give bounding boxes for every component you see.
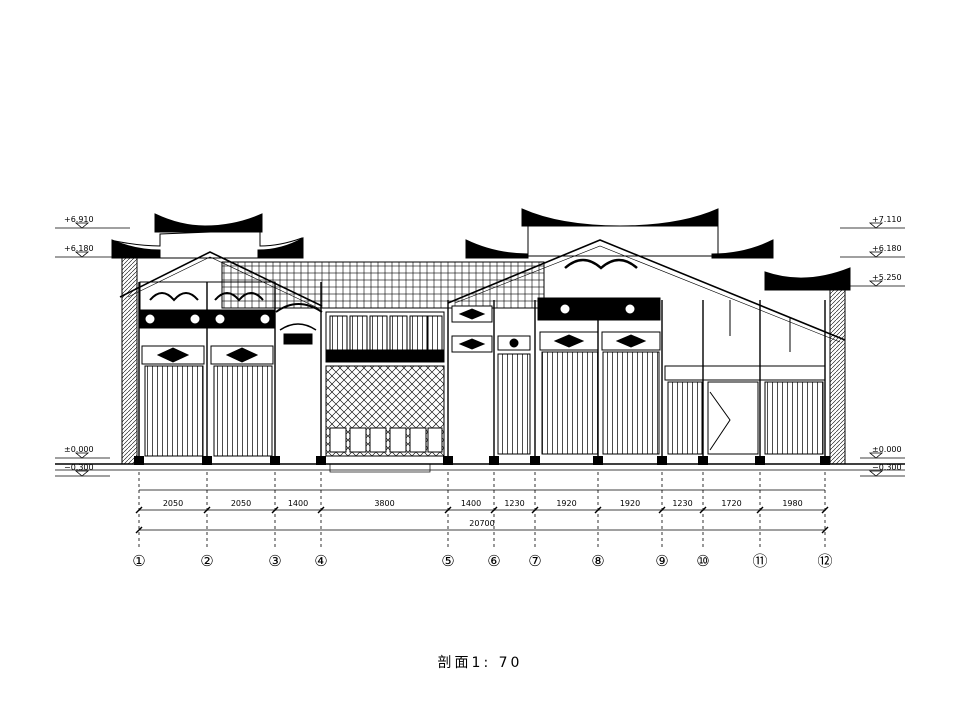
column-base: [270, 456, 280, 465]
axis-label: ⑦: [528, 552, 541, 570]
axis-label: ⑪: [752, 552, 767, 570]
center-pavilion: [325, 311, 445, 457]
bay-dimension: 2050: [231, 499, 251, 508]
axis-label: ③: [268, 552, 281, 570]
elevation-label: +7.110: [872, 215, 902, 224]
right-hall: [451, 258, 826, 455]
column-base: [134, 456, 144, 465]
elevation-label: +6.910: [64, 215, 94, 224]
axis-label: ②: [200, 552, 213, 570]
axis-label: ⑨: [655, 552, 668, 570]
total-dimension: 20700: [469, 519, 494, 528]
dimension-chain: 2050 2050 1400 3800 1400 1230 1920 1920 1230 1720…: [135, 472, 829, 550]
elevation-markers: +6.910 +6.180 ±0.000 −0.300 +7.110 +6.180 +5.2…: [55, 215, 905, 477]
bay-dimension: 1400: [461, 499, 481, 508]
elevation-label: +6.180: [64, 244, 94, 253]
column-base: [443, 456, 453, 465]
bay-dimension: 1230: [672, 499, 692, 508]
column-base: [698, 456, 708, 465]
bay-dimension: 1980: [782, 499, 802, 508]
axis-label: ①: [132, 552, 145, 570]
bay-dimension: 1400: [288, 499, 308, 508]
bay-dimension: 1230: [504, 499, 524, 508]
ground-line: [55, 463, 905, 473]
axis-grid: ① ② ③ ④ ⑤ ⑥ ⑦ ⑧ ⑨ ⑩ ⑪ ⑫: [132, 552, 832, 570]
left-gable-wall: [111, 213, 304, 465]
right-gable-wall: [465, 208, 851, 465]
column-base: [202, 456, 212, 465]
elevation-label: ±0.000: [64, 445, 94, 454]
axis-label: ⑥: [487, 552, 500, 570]
elevation-label: +6.180: [872, 244, 902, 253]
bay-dimension: 1920: [620, 499, 640, 508]
column-base: [657, 456, 667, 465]
arch-bay: [275, 303, 323, 345]
column-base: [316, 456, 326, 465]
elevation-label: −0.300: [872, 463, 902, 472]
bay-dimension: 3800: [374, 499, 394, 508]
drawing-caption: 剖面1: 70: [437, 655, 523, 671]
column-base: [530, 456, 540, 465]
column-base: [593, 456, 603, 465]
bay-dimension: 1920: [556, 499, 576, 508]
bay-dimension: 2050: [163, 499, 183, 508]
elevation-label: ±0.000: [872, 445, 902, 454]
column-base: [820, 456, 830, 465]
axis-label: ④: [314, 552, 327, 570]
axis-label: ⑧: [591, 552, 604, 570]
bay-dimension: 1720: [721, 499, 741, 508]
column-base: [755, 456, 765, 465]
axis-label: ⑩: [696, 552, 709, 570]
elevation-label: −0.300: [64, 463, 94, 472]
elevation-label: +5.250: [872, 273, 902, 282]
axis-label: ⑤: [441, 552, 454, 570]
center-roof: [221, 261, 545, 309]
axis-label: ⑫: [817, 552, 832, 570]
columns: [134, 282, 830, 465]
column-base: [489, 456, 499, 465]
